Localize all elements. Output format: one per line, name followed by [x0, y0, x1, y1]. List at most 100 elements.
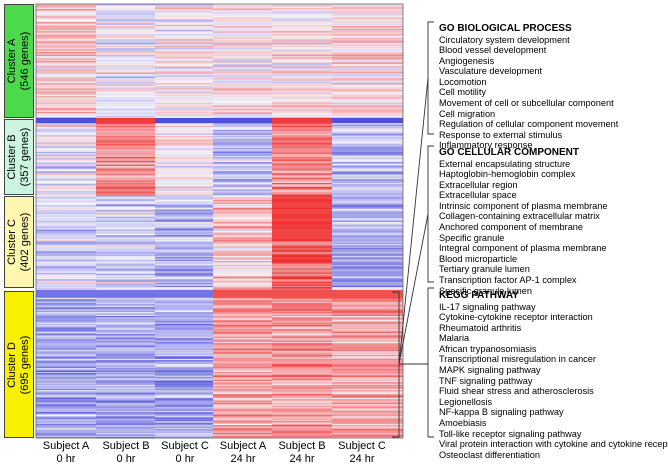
- heatmap-cell: [96, 345, 155, 348]
- heatmap-cell: [155, 14, 213, 16]
- heatmap-cell: [213, 291, 272, 293]
- heatmap-cell: [213, 316, 272, 318]
- heatmap-cell: [155, 369, 213, 371]
- heatmap-cell: [272, 66, 332, 68]
- heatmap-cell: [155, 370, 213, 373]
- heatmap-cell: [36, 114, 96, 117]
- heatmap-cell: [213, 215, 272, 218]
- heatmap-cell: [272, 339, 332, 341]
- heatmap-cell: [213, 129, 272, 132]
- heatmap-cell: [96, 31, 155, 33]
- heatmap-cell: [332, 82, 403, 84]
- heatmap-cell: [332, 141, 403, 143]
- heatmap-cell: [272, 119, 332, 121]
- heatmap-cell: [96, 35, 155, 37]
- heatmap-cell: [332, 382, 403, 384]
- heatmap-cell: [332, 95, 403, 97]
- heatmap-cell: [272, 224, 332, 227]
- heatmap-cell: [36, 427, 96, 430]
- heatmap-cell: [332, 338, 403, 340]
- heatmap-cell: [272, 13, 332, 15]
- heatmap-cell: [155, 222, 213, 224]
- heatmap-cell: [36, 46, 96, 49]
- heatmap-cell: [96, 309, 155, 312]
- heatmap-cell: [332, 5, 403, 7]
- heatmap-cell: [155, 97, 213, 100]
- heatmap-cell: [96, 54, 155, 57]
- heatmap-cell: [155, 89, 213, 92]
- heatmap-cell: [272, 233, 332, 236]
- heatmap-cell: [155, 65, 213, 67]
- heatmap-cell: [155, 59, 213, 62]
- heatmap-cell: [213, 202, 272, 205]
- heatmap-cell: [213, 434, 272, 436]
- heatmap-cell: [213, 9, 272, 11]
- heatmap-cell: [36, 189, 96, 192]
- heatmap-cell: [213, 198, 272, 201]
- heatmap-cell: [332, 176, 403, 179]
- heatmap-cell: [213, 382, 272, 384]
- heatmap-cell: [155, 35, 213, 37]
- heatmap-cell: [332, 358, 403, 361]
- heatmap-cell: [36, 133, 96, 136]
- heatmap-cell: [213, 61, 272, 63]
- heatmap-cell: [96, 318, 155, 321]
- heatmap-cell: [96, 177, 155, 180]
- heatmap-cell: [213, 361, 272, 364]
- heatmap-cell: [96, 390, 155, 392]
- heatmap-cell: [155, 420, 213, 422]
- heatmap-cell: [332, 11, 403, 14]
- heatmap-cell: [332, 14, 403, 16]
- heatmap-cell: [332, 138, 403, 141]
- heatmap-cell: [272, 268, 332, 271]
- heatmap-cell: [213, 306, 272, 309]
- heatmap-cell: [213, 205, 272, 207]
- heatmap-cell: [332, 140, 403, 142]
- heatmap-cell: [332, 13, 403, 15]
- heatmap-cell: [213, 67, 272, 70]
- heatmap-cell: [213, 259, 272, 262]
- heatmap-cell: [272, 193, 332, 195]
- heatmap-cell: [36, 168, 96, 171]
- heatmap-cell: [96, 39, 155, 41]
- heatmap-cell: [213, 353, 272, 356]
- heatmap-cell: [96, 114, 155, 117]
- heatmap-cell: [332, 383, 403, 386]
- heatmap-cell: [213, 290, 272, 292]
- heatmap-cell: [213, 374, 272, 377]
- heatmap-cell: [332, 98, 403, 101]
- heatmap-cell: [36, 405, 96, 408]
- heatmap-cell: [155, 236, 213, 238]
- heatmap-cell: [332, 222, 403, 224]
- heatmap-cell: [332, 401, 403, 404]
- heatmap-cell: [213, 325, 272, 327]
- heatmap-cell: [332, 233, 403, 236]
- heatmap-cell: [96, 404, 155, 406]
- go-term: Cell motility: [439, 87, 486, 98]
- heatmap-cell: [36, 279, 96, 281]
- heatmap-cell: [36, 299, 96, 301]
- heatmap-cell: [272, 361, 332, 364]
- heatmap-cell: [213, 280, 272, 283]
- heatmap-cell: [332, 342, 403, 344]
- heatmap-cell: [96, 132, 155, 134]
- heatmap-cell: [213, 70, 272, 72]
- heatmap-cell: [96, 211, 155, 214]
- heatmap-cell: [155, 158, 213, 160]
- heatmap-cell: [96, 317, 155, 319]
- heatmap-cell: [96, 151, 155, 154]
- heatmap-cell: [272, 413, 332, 416]
- heatmap-cell: [96, 323, 155, 326]
- heatmap-cell: [36, 288, 96, 290]
- heatmap-cell: [332, 296, 403, 299]
- heatmap-cell: [272, 186, 332, 189]
- heatmap-cell: [155, 266, 213, 268]
- heatmap-cell: [272, 300, 332, 302]
- heatmap-cell: [36, 381, 96, 383]
- heatmap-cell: [272, 271, 332, 273]
- kegg-term: Malaria: [439, 333, 470, 344]
- heatmap-cell: [213, 71, 272, 74]
- heatmap-cell: [96, 96, 155, 98]
- heatmap-cell: [272, 181, 332, 184]
- heatmap-cell: [96, 118, 155, 120]
